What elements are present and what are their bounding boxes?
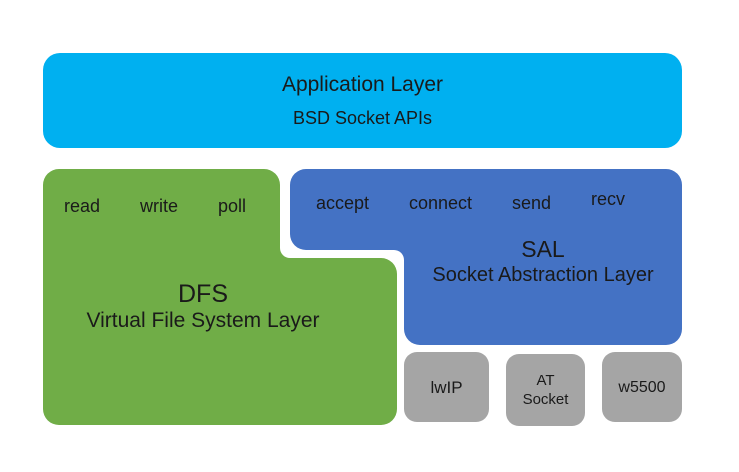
dfs-fullname: Virtual File System Layer [86,309,320,332]
dfs-call-write: write [139,196,178,216]
backend-w5500-label: w5500 [618,378,666,396]
application-layer-subtitle: BSD Socket APIs [292,107,433,128]
backend-box-lwip: lwIP [404,352,489,422]
sal-calls-row: accept connect send recv [316,189,625,213]
backend-lwip-label: lwIP [430,377,463,397]
application-layer-box: Application Layer BSD Socket APIs [43,53,682,148]
dfs-acronym: DFS [178,280,228,308]
sal-layer-label: SAL Socket Abstraction Layer [404,237,682,288]
dfs-layer-shape [43,169,397,425]
sal-layer-shape [290,169,682,345]
backend-box-at-socket: AT Socket [506,354,585,426]
sal-call-connect: connect [408,193,473,213]
dfs-layer-label: DFS Virtual File System Layer [43,280,363,334]
sal-fullname: Socket Abstraction Layer [432,264,654,286]
application-layer-title: Application Layer [281,72,444,96]
sal-call-accept: accept [316,193,370,213]
backend-at-label-line2: Socket [522,391,569,408]
sal-call-send: send [511,193,552,213]
dfs-call-poll: poll [217,196,246,216]
dfs-calls-row: read write poll [64,196,246,216]
dfs-call-read: read [64,196,101,216]
backend-box-w5500: w5500 [602,352,682,422]
sal-call-recv: recv [590,189,625,209]
sal-acronym: SAL [521,236,565,262]
backend-at-label-line1: AT [536,372,555,389]
